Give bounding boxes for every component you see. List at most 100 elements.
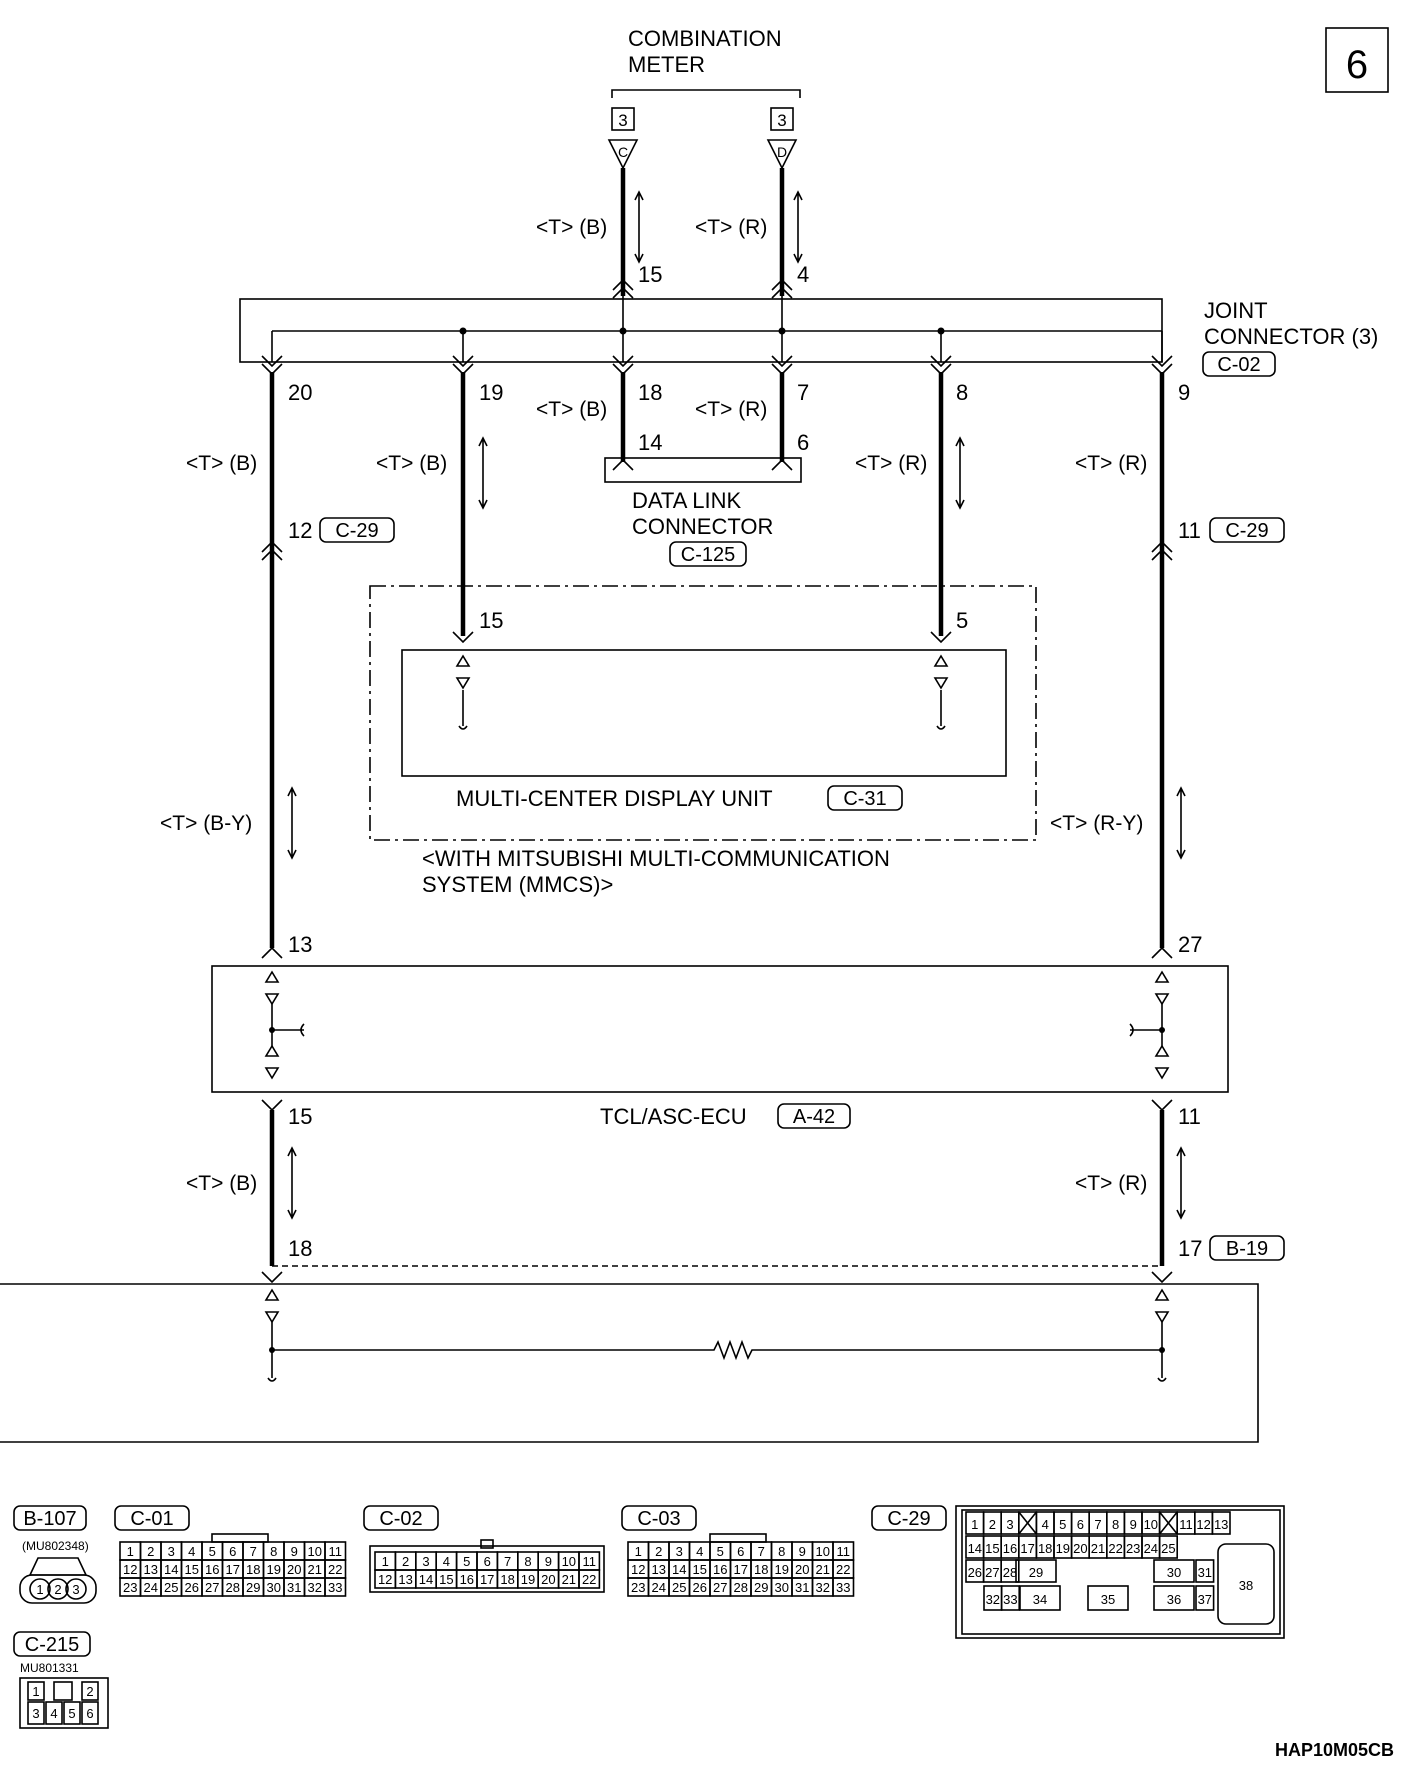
c02-pin: 18: [500, 1572, 514, 1587]
c03-pin: 6: [737, 1544, 744, 1559]
pin-number: 13: [288, 932, 312, 957]
page-number-box: [1325, 27, 1389, 93]
connector-ref-box: [1209, 1235, 1285, 1261]
connector-ref: B-107: [23, 1508, 76, 1530]
connector-ref: C-215: [25, 1634, 79, 1656]
meter-terminal-c: [607, 139, 639, 170]
c03-pin: 9: [799, 1544, 806, 1559]
connector-ref-box: [827, 785, 903, 811]
joint-connector: JOINT CONNECTOR (3) C-02: [239, 298, 1378, 377]
c01-pin: 5: [209, 1544, 216, 1559]
connector-mark: [612, 278, 634, 299]
c01-pin: 21: [308, 1562, 322, 1577]
mcd-internal: [936, 690, 946, 730]
c29-pin: 29: [1029, 1565, 1043, 1580]
joint-connector-label-2: CONNECTOR (3): [1204, 324, 1378, 349]
c29-pin: 22: [1108, 1541, 1122, 1556]
c03-pin: 4: [696, 1544, 703, 1559]
ecu-internal: [271, 1004, 305, 1046]
c03-pin: 21: [816, 1562, 830, 1577]
mcd-optional-box: [369, 585, 1037, 841]
c03-pin: 18: [754, 1562, 768, 1577]
connector-mark: [261, 1271, 1173, 1284]
signal-arrow: [793, 190, 803, 264]
joint-connector-label-1: JOINT: [1204, 298, 1268, 323]
c01-pin: 15: [185, 1562, 199, 1577]
b107-view: 1 2 3: [19, 1557, 97, 1604]
dlc-label-2: CONNECTOR: [632, 514, 773, 539]
c02-pin: 19: [521, 1572, 535, 1587]
splice-point: [1159, 1347, 1165, 1353]
meter-terminal-d: [766, 139, 798, 170]
pin-number: 7: [797, 380, 809, 405]
ecu-label: TCL/ASC-ECU: [600, 1104, 747, 1129]
c03-pin: 1: [635, 1544, 642, 1559]
c29-pin: 35: [1101, 1592, 1115, 1607]
c02-pin: 1: [382, 1554, 389, 1569]
b107-pin: [47, 1578, 69, 1600]
c29-pin: 27: [985, 1565, 999, 1580]
c01-pin: 22: [328, 1562, 342, 1577]
c02-pin: 3: [422, 1554, 429, 1569]
c29-pin: 19: [1056, 1541, 1070, 1556]
c29-pin: 13: [1214, 1517, 1228, 1532]
c03-pin: 20: [795, 1562, 809, 1577]
c29-body: [955, 1505, 1285, 1639]
mcd-terminal: [933, 654, 949, 690]
c01-pin: 12: [123, 1562, 137, 1577]
pin-number: 20: [288, 380, 312, 405]
ecu-box: [211, 965, 1229, 1093]
c215-cell: [27, 1681, 45, 1701]
c29-pin: 9: [1130, 1517, 1137, 1532]
ecu-terminal: [264, 1044, 280, 1080]
connector-ref-box: [777, 1103, 851, 1129]
c01-pin: 19: [267, 1562, 281, 1577]
c01-pin: 18: [246, 1562, 260, 1577]
pin-number: 18: [288, 1236, 312, 1261]
c29-pin: 14: [968, 1541, 982, 1556]
wire-color-label: <T> (R): [855, 452, 927, 475]
connector-ref-box: [363, 1505, 439, 1531]
c01-pin: 11: [329, 1544, 343, 1559]
c01-pin: 29: [246, 1580, 260, 1595]
tcl-asc-ecu: TCL/ASC-ECU A-42: [211, 965, 1229, 1129]
c03-pin: 22: [836, 1562, 850, 1577]
c02-pin: 16: [460, 1572, 474, 1587]
c29-pin: 2: [989, 1517, 996, 1532]
c03-latch: [709, 1533, 767, 1543]
c01-pin: 3: [168, 1544, 175, 1559]
part-number: MU801331: [20, 1661, 79, 1675]
c02-pin: 14: [419, 1572, 433, 1587]
c29-cell: [1015, 1559, 1057, 1583]
c01-pin: 7: [250, 1544, 257, 1559]
c29-pin: 17: [1020, 1541, 1034, 1556]
wire-color-label: <T> (B): [186, 452, 257, 475]
connector-ref-box: [669, 541, 747, 567]
c02-pin: 4: [443, 1554, 450, 1569]
meter-connector-pin-d: 3: [777, 111, 786, 130]
b107-pin: [65, 1578, 87, 1600]
c29-cell: [1000, 1585, 1020, 1611]
c03-pin: 25: [672, 1580, 686, 1595]
joint-drops: [271, 296, 1163, 362]
c01-pin: 23: [123, 1580, 137, 1595]
connector-ref: C-31: [843, 788, 886, 810]
c01-pin: 16: [205, 1562, 219, 1577]
c29-pin: 33: [1003, 1592, 1017, 1607]
meter-connector-box-c: [611, 107, 635, 131]
wire-color-label: <T> (B): [536, 216, 607, 239]
c01-pin: 10: [308, 1544, 322, 1559]
mcd-label: MULTI-CENTER DISPLAY UNIT: [456, 786, 773, 811]
c215-cell: [45, 1701, 63, 1725]
c01-pin: 28: [226, 1580, 240, 1595]
c02-pin: 11: [582, 1554, 596, 1569]
b107-body: [19, 1574, 97, 1604]
c29-pin: 11: [1179, 1517, 1193, 1532]
signal-arrow: [955, 436, 965, 510]
c01-pin: 8: [270, 1544, 277, 1559]
dlc-terminals: [612, 458, 793, 471]
c03-pin: 27: [713, 1580, 727, 1595]
c215-view: 1 2 3 4 5 6: [19, 1677, 109, 1729]
wire-color-label: <T> (R): [1075, 452, 1147, 475]
wire-color-label: <T> (R): [695, 216, 767, 239]
